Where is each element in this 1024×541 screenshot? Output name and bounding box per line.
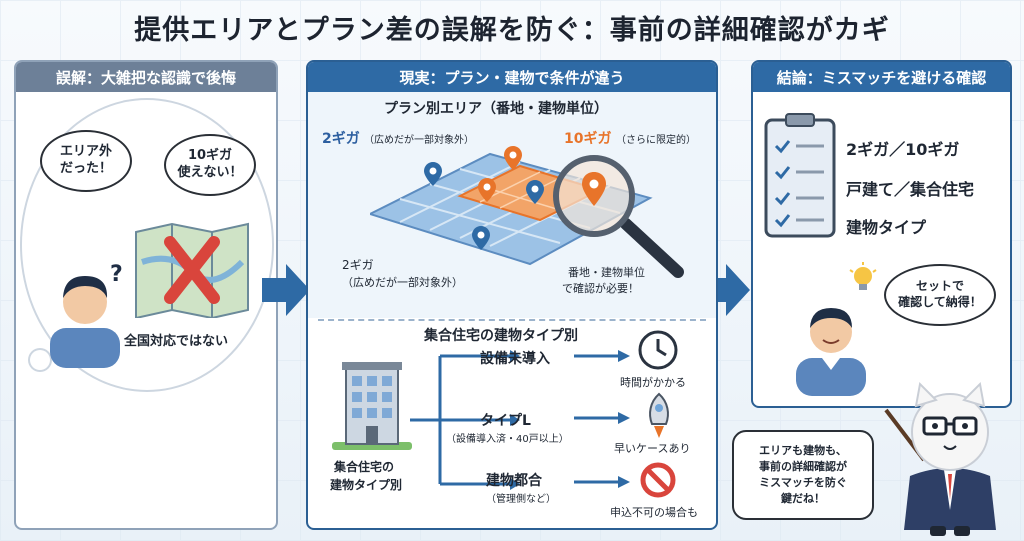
building-caption-line2: 建物タイプ別 bbox=[330, 478, 403, 492]
nationwide-caption: 全国対応ではない bbox=[124, 334, 229, 349]
mascot-speech-bubble: エリアも建物も、 事前の詳細確認が ミスマッチを防ぐ 鍵だね！ bbox=[732, 430, 874, 520]
checklist-item-plan: 2ギガ／10ギガ bbox=[846, 140, 960, 159]
happy-person-icon bbox=[796, 308, 866, 396]
confirm-note-line2: で確認が必要！ bbox=[562, 282, 639, 295]
map-with-x-icon bbox=[135, 222, 249, 318]
cat-mascot-icon bbox=[884, 381, 996, 536]
bubble-10g-unusable: 10ギガ 使えない！ bbox=[164, 134, 256, 196]
plan-2g-name: 2ギガ bbox=[322, 131, 360, 147]
orange-pin-icon bbox=[478, 178, 496, 202]
result-arrows bbox=[574, 350, 630, 488]
clock-icon bbox=[638, 330, 678, 370]
checklist-item-building: 建物タイプ bbox=[846, 218, 927, 237]
result-fast: 早いケースあり bbox=[614, 442, 691, 455]
rocket-icon bbox=[649, 392, 669, 438]
plan-10g-name: 10ギガ bbox=[564, 131, 612, 147]
checklist-item-housing: 戸建て／集合住宅 bbox=[846, 180, 975, 199]
thought-dot bbox=[30, 350, 50, 370]
map-label-2g-line1: 2ギガ bbox=[342, 258, 374, 272]
section-divider bbox=[318, 319, 706, 321]
map-label-2g-line2: （広めだが一部対象外） bbox=[342, 276, 463, 289]
plan-area-title: プラン別エリア（番地・建物単位） bbox=[384, 101, 608, 117]
blue-pin-icon bbox=[424, 162, 442, 186]
branch-label-unequipped: 設備未導入 bbox=[480, 351, 550, 367]
orange-pin-icon bbox=[504, 146, 522, 170]
clipboard-checklist-icon bbox=[764, 113, 836, 238]
confused-person-icon bbox=[50, 276, 120, 368]
plan-10g-note: （さらに限定的） bbox=[616, 135, 696, 146]
branch-sub-type-l: （設備導入済・40戸以上） bbox=[446, 434, 569, 445]
branch-label-building: 建物都合 bbox=[486, 473, 542, 489]
blue-pin-icon bbox=[472, 226, 490, 250]
page-title: 提供エリアとプラン差の誤解を防ぐ：事前の詳細確認がカギ bbox=[134, 15, 890, 46]
plan-2g-note: （広めだが一部対象外） bbox=[364, 135, 474, 146]
arrow-right-icon bbox=[702, 264, 750, 316]
confirm-note-line1: 番地・建物単位 bbox=[568, 266, 645, 279]
apartment-building-icon bbox=[332, 362, 412, 450]
branch-label-type-l: タイプL bbox=[480, 413, 531, 429]
result-not-allowed: 申込不可の場合も bbox=[610, 506, 698, 519]
question-mark: ? bbox=[110, 262, 123, 287]
bubble-area-out: エリア外 だった！ bbox=[40, 130, 132, 192]
branch-connector bbox=[410, 350, 520, 490]
conclusion-header: 結論：ミスマッチを避ける確認 bbox=[753, 62, 1010, 92]
arrow-right-icon bbox=[262, 264, 310, 316]
satisfied-speech-bubble: セットで 確認して納得！ bbox=[884, 264, 996, 326]
misconception-header: 誤解：大雑把な認識で後悔 bbox=[16, 62, 276, 92]
magnifier-icon bbox=[553, 155, 684, 278]
lightbulb-icon bbox=[849, 262, 877, 290]
reality-header: 現実：プラン・建物で条件が違う bbox=[308, 62, 716, 92]
result-slow: 時間がかかる bbox=[620, 376, 686, 389]
prohibited-icon bbox=[640, 462, 676, 498]
blue-pin-icon bbox=[526, 180, 544, 204]
building-caption-line1: 集合住宅の bbox=[334, 460, 395, 474]
branch-sub-building: （管理側など） bbox=[486, 494, 556, 505]
building-type-title: 集合住宅の建物タイプ別 bbox=[424, 328, 578, 344]
